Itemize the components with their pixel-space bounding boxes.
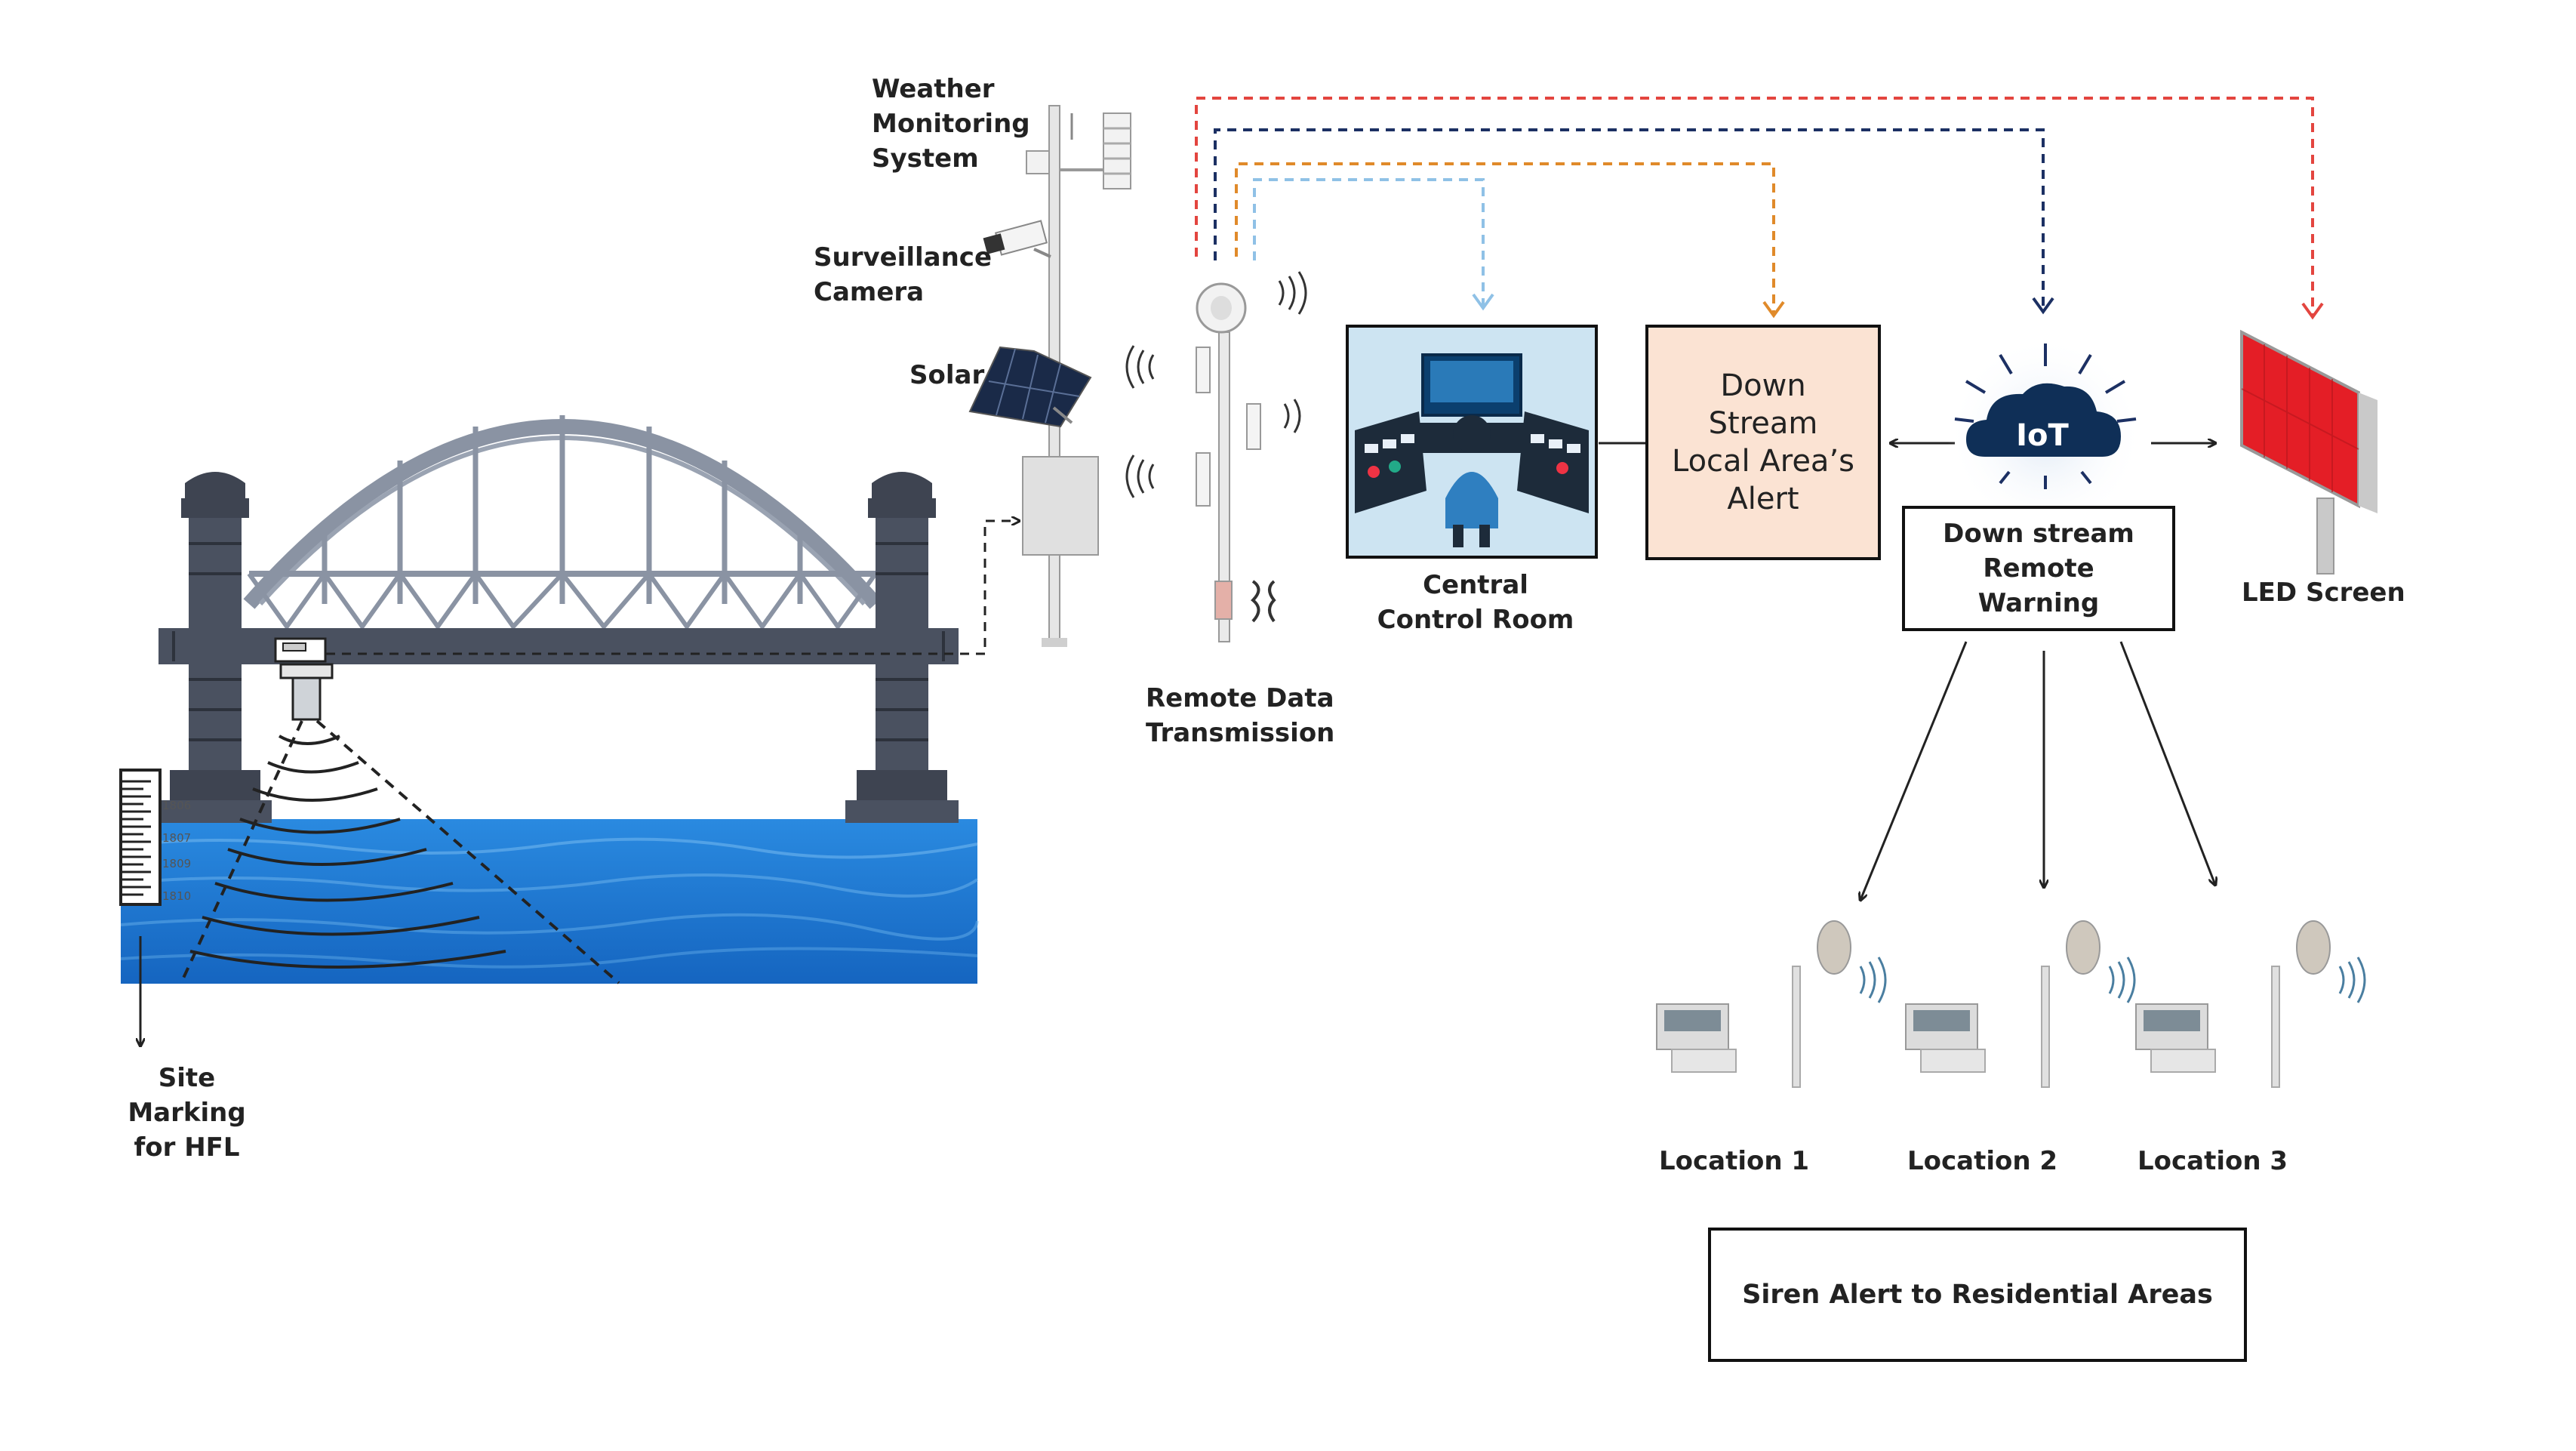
link-control-room (1253, 178, 1494, 311)
data-links (1195, 97, 2324, 320)
solar-label: Solar (909, 360, 985, 390)
link-local-alert (1235, 162, 1785, 319)
gauge-mark-3: 1809 (162, 857, 191, 870)
gauge-mark-2: 1807 (162, 831, 191, 845)
iot-label: IoT (2016, 418, 2069, 453)
location-3-label: Location 3 (2137, 1146, 2288, 1176)
radar-beam (180, 719, 620, 984)
location-1-label: Location 1 (1659, 1146, 1810, 1176)
led-screen-label: LED Screen (2242, 578, 2405, 608)
remote-data-transmission-label: Remote Data Transmission (1146, 683, 1335, 748)
hfl-staff-gauge: 1806 1807 1809 1810 (119, 769, 191, 1046)
camera-icon (983, 220, 1051, 258)
bridge (158, 415, 959, 823)
surveillance-camera-label: Surveillance Camera (814, 242, 993, 307)
link-led-screen (1195, 97, 2324, 320)
radar-level-sensor-icon (274, 637, 334, 721)
weather-sensor-icon (1026, 112, 1131, 189)
river-water (120, 819, 979, 984)
warning-to-locations-arrows (1860, 641, 2215, 900)
solar-panel-icon (968, 346, 1092, 428)
downstream-remote-warning-box: Down stream Remote Warning (1902, 506, 2175, 631)
data-logger-cabinet (1022, 456, 1099, 556)
bridge-tower-right (845, 472, 959, 823)
weather-station-pole (968, 105, 1131, 647)
cloud-icon: IoT (1947, 336, 2144, 532)
siren-alert-box: Siren Alert to Residential Areas (1708, 1228, 2247, 1362)
location-2-label: Location 2 (1907, 1146, 2058, 1176)
antenna-icon (1125, 271, 1307, 642)
gauge-mark-4: 1810 (162, 889, 191, 903)
downstream-local-alert-box: Down Stream Local Area’s Alert (1645, 325, 1881, 560)
site-marking-label: Site Marking for HFL (128, 1063, 246, 1163)
gauge-mark-1: 1806 (162, 799, 191, 812)
link-iot-cloud (1214, 128, 2054, 315)
control-room-icon (1346, 325, 1598, 559)
weather-monitoring-label: Weather Monitoring System (872, 74, 1030, 174)
siren-station-icon (1656, 920, 2366, 1088)
led-billboard-icon (2240, 329, 2377, 575)
sensor-to-cabinet-link (326, 521, 1019, 655)
bridge-tower-left (158, 472, 272, 823)
central-control-room-label: Central Control Room (1377, 570, 1574, 635)
